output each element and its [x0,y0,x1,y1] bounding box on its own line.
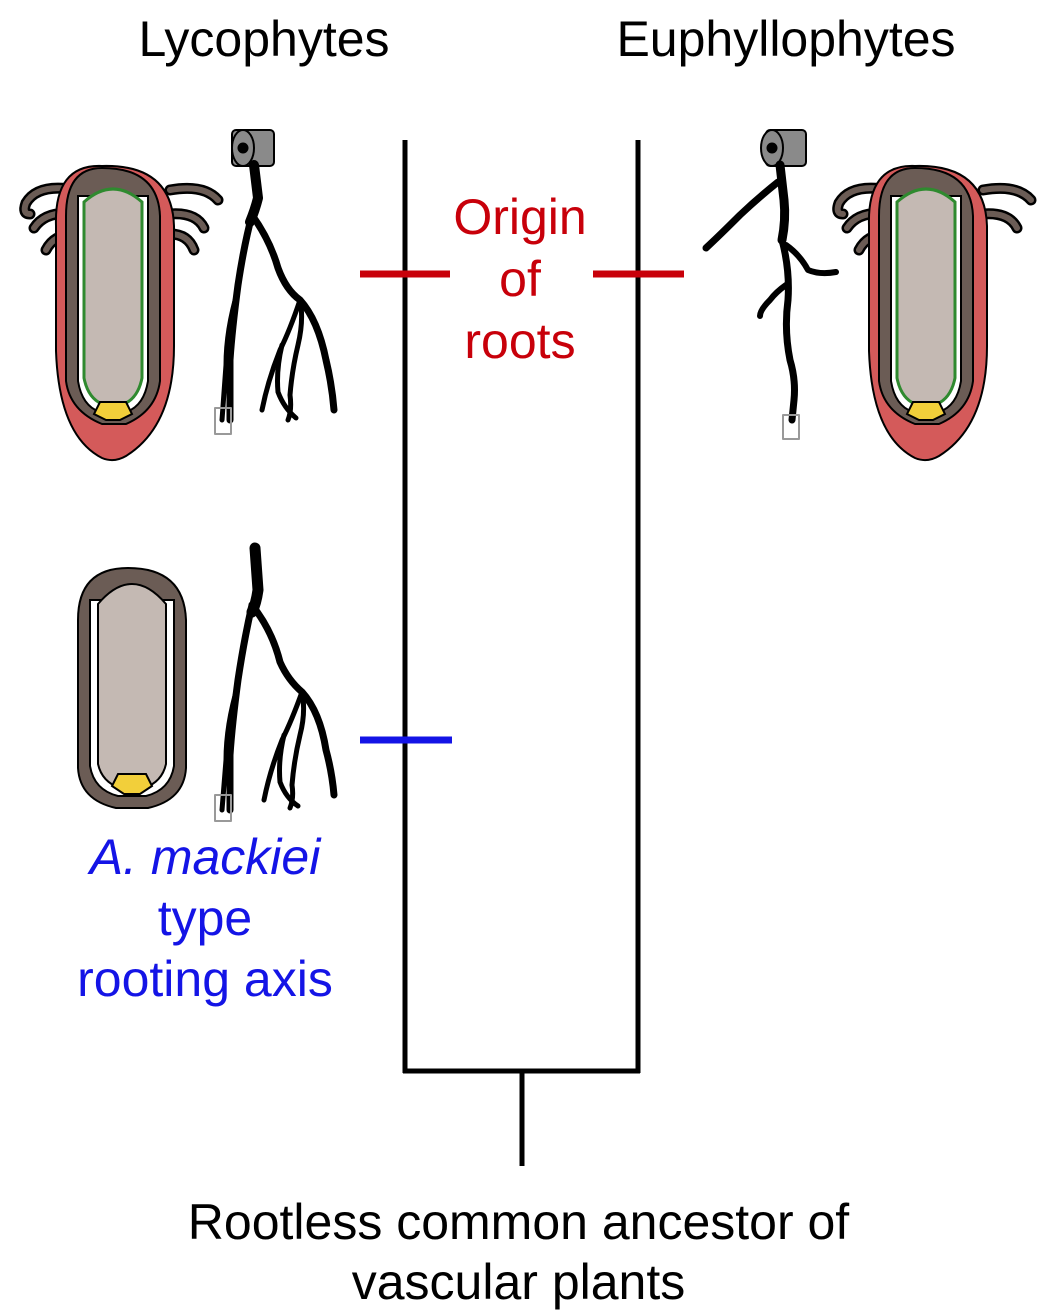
ancestor-label-line2: vascular plants [40,1257,997,1307]
euphyllophyte-root-apex [838,166,1031,460]
ancestor-label-line1: Rootless common ancestor of [40,1197,997,1247]
mackiei-branching-axis [215,548,334,821]
origin-of-roots-line3: roots [430,316,610,366]
origin-of-roots-line2: of [430,254,610,304]
mackiei-label-line3: rooting axis [40,954,370,1004]
clade-label-euphyllophytes: Euphyllophytes [586,14,986,64]
origin-of-roots-line1: Origin [430,192,610,242]
euphyllophyte-branched-root [706,130,836,439]
clade-label-lycophytes: Lycophytes [116,14,412,64]
mackiei-rooting-axis-apex [78,568,186,808]
mackiei-species-label: A. mackiei [40,832,370,882]
mackiei-label-line2: type [40,893,370,943]
lycophyte-dichotomous-root [215,130,334,434]
lycophyte-root-apex [25,166,218,460]
